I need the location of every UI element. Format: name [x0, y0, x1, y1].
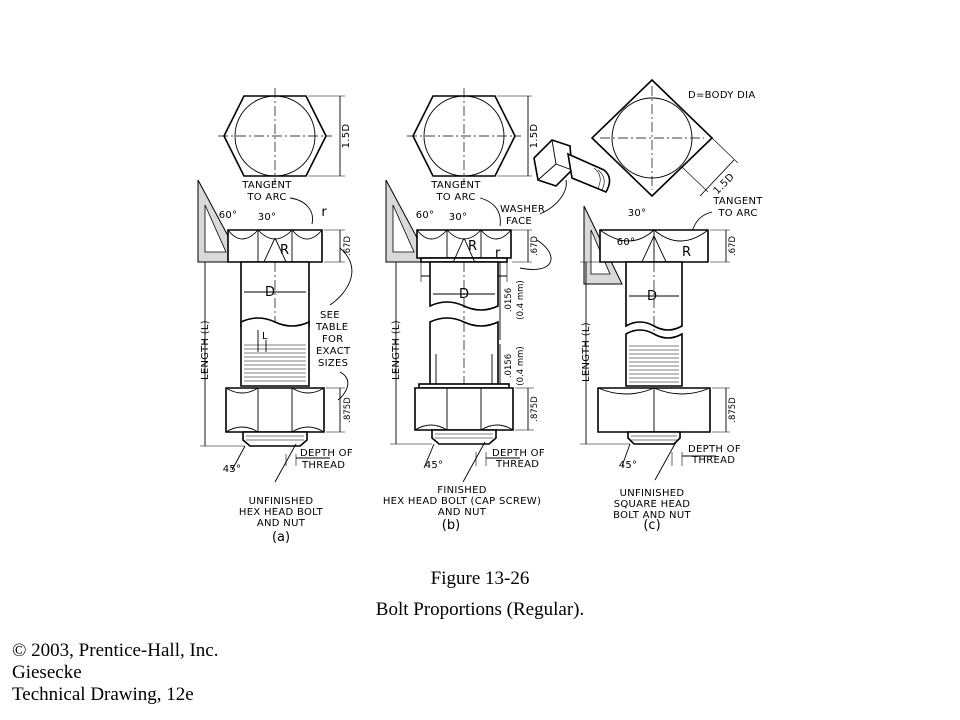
- panel-b-caption: AND NUT: [438, 507, 487, 518]
- dim-1-5d-label: 1.5D: [529, 124, 540, 149]
- length-small-label: L: [262, 331, 268, 342]
- panel-a-letter: (a): [272, 530, 290, 545]
- angle-60-label: 60°: [416, 210, 435, 221]
- angle-45-label: 45°: [425, 460, 444, 471]
- angle-60-label: 60°: [617, 237, 636, 248]
- panel-b-caption: HEX HEAD BOLT (CAP SCREW): [383, 496, 541, 507]
- figure-number: Figure 13-26: [430, 568, 530, 589]
- book-title-line: Technical Drawing, 12e: [12, 684, 194, 705]
- panel-a-caption: HEX HEAD BOLT: [239, 507, 324, 518]
- panel-b-caption: FINISHED: [437, 485, 486, 496]
- tangent-label: TO ARC: [435, 192, 475, 203]
- dim-875d-label: .875D: [728, 397, 738, 423]
- length-dim-label: LENGTH (L): [391, 320, 402, 380]
- panel-a: 1.5D TANGENT TO ARC 60° 30° r R .67D D: [197, 88, 353, 545]
- dim-875d-label: .875D: [530, 396, 540, 422]
- see-table-label: TABLE: [315, 322, 348, 333]
- dim-0156-label: .0156: [504, 354, 514, 378]
- author-line: Giesecke: [12, 662, 82, 683]
- dim-04mm-label: (0.4 mm): [516, 346, 526, 385]
- panel-c: D=BODY DIA 1.5D TANGENT TO ARC 30° 60° R…: [580, 78, 763, 533]
- tangent-label: TANGENT: [241, 180, 292, 191]
- depth-of-thread-label: THREAD: [691, 455, 735, 466]
- dim-04mm-label: (0.4 mm): [516, 280, 526, 319]
- panel-c-caption: BOLT AND NUT: [613, 510, 691, 521]
- washer-face-label: WASHER: [500, 204, 545, 215]
- panel-c-caption: UNFINISHED: [620, 488, 685, 499]
- diameter-label: D: [265, 285, 275, 300]
- tangent-label: TANGENT: [430, 180, 481, 191]
- dim-1-5d-label: 1.5D: [712, 172, 737, 197]
- tangent-label: TANGENT: [712, 196, 763, 207]
- bolt-proportions-drawing: 1.5D TANGENT TO ARC 60° 30° r R .67D D: [197, 78, 763, 545]
- radius-small-label: r: [321, 205, 327, 220]
- dim-67d-label: .67D: [530, 236, 540, 257]
- radius-small-label: r: [495, 246, 501, 261]
- pictorial-bolt-icon: [533, 139, 611, 194]
- see-table-label: FOR: [322, 334, 343, 345]
- panel-c-letter: (c): [643, 518, 660, 533]
- dim-67d-label: .67D: [343, 236, 353, 257]
- angle-45-label: 45°: [223, 464, 242, 475]
- panel-b-letter: (b): [442, 518, 460, 533]
- panel-b: 1.5D TANGENT TO ARC WASHER FACE 60° 30° …: [383, 88, 611, 533]
- dim-1-5d-label: 1.5D: [341, 124, 352, 149]
- depth-of-thread-label: DEPTH OF: [688, 444, 741, 455]
- radius-label: R: [682, 245, 691, 260]
- length-dim-label: LENGTH (L): [200, 320, 211, 380]
- see-table-label: SEE: [320, 310, 340, 321]
- see-table-label: SIZES: [318, 358, 348, 369]
- depth-of-thread-label: DEPTH OF: [300, 448, 353, 459]
- radius-label: R: [280, 243, 289, 258]
- angle-60-label: 60°: [219, 210, 238, 221]
- length-dim-label: LENGTH (L): [581, 322, 592, 382]
- depth-of-thread-label: THREAD: [301, 460, 345, 471]
- angle-30-label: 30°: [628, 208, 647, 219]
- depth-of-thread-label: DEPTH OF: [492, 448, 545, 459]
- dim-0156-label: .0156: [504, 288, 514, 312]
- panel-a-caption: AND NUT: [257, 518, 306, 529]
- diameter-label: D: [647, 289, 657, 304]
- body-dia-label: D=BODY DIA: [688, 90, 756, 101]
- panel-a-caption: UNFINISHED: [249, 496, 314, 507]
- depth-of-thread-label: THREAD: [495, 459, 539, 470]
- angle-30-label: 30°: [449, 212, 468, 223]
- panel-c-caption: SQUARE HEAD: [614, 499, 691, 510]
- washer-face-label: FACE: [506, 216, 532, 227]
- dim-67d-label: .67D: [728, 236, 738, 257]
- credits: © 2003, Prentice-Hall, Inc. Giesecke Tec…: [12, 640, 219, 706]
- angle-30-label: 30°: [258, 212, 277, 223]
- tangent-label: TO ARC: [246, 192, 286, 203]
- radius-label: R: [468, 239, 477, 254]
- angle-45-label: 45°: [619, 460, 638, 471]
- copyright-line: © 2003, Prentice-Hall, Inc.: [12, 640, 219, 661]
- see-table-label: EXACT: [316, 346, 351, 357]
- figure-title: Bolt Proportions (Regular).: [375, 599, 585, 620]
- tangent-label: TO ARC: [717, 208, 757, 219]
- dim-875d-label: .875D: [343, 397, 353, 423]
